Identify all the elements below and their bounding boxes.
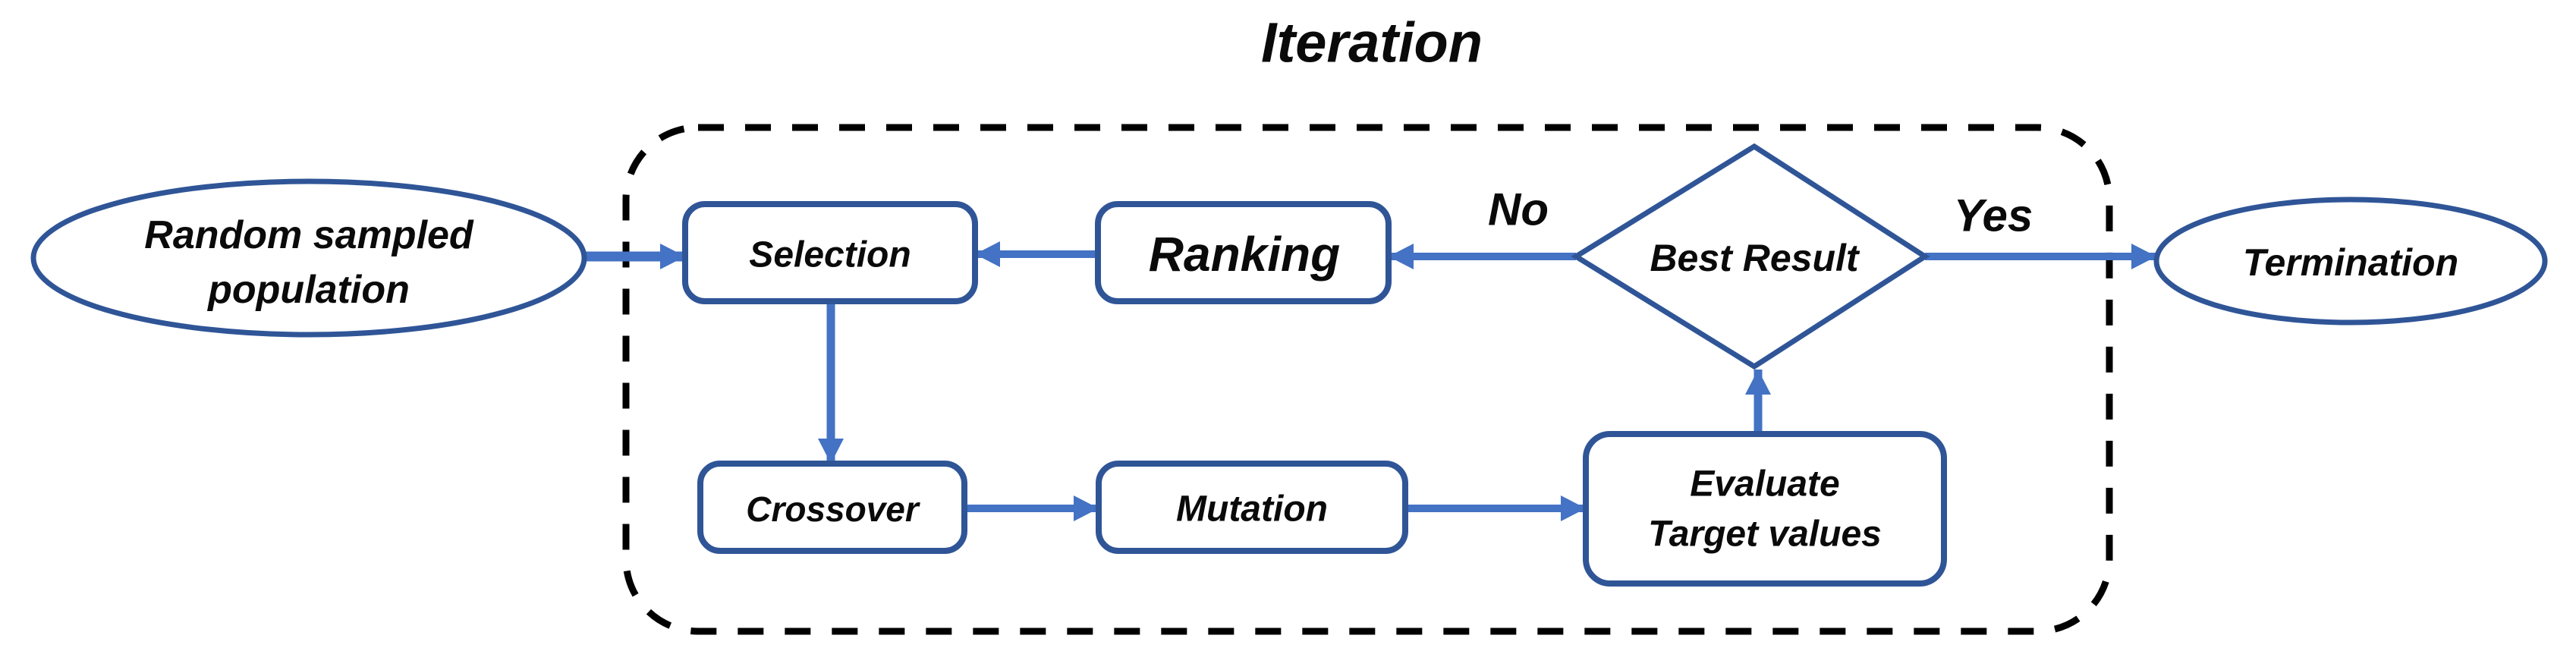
selection-box — [682, 201, 978, 304]
node-selection: Selection — [682, 201, 978, 304]
edge-label-no: No — [1488, 184, 1549, 235]
node-random-population: Random sampled population — [30, 178, 587, 338]
node-crossover: Crossover — [697, 461, 967, 554]
evaluate-label-line1: Evaluate — [1690, 464, 1839, 505]
random-population-ellipse — [30, 178, 587, 338]
random-population-label-line2: population — [206, 268, 410, 312]
node-mutation: Mutation — [1096, 461, 1408, 554]
best-result-label: Best Result — [1650, 237, 1860, 279]
selection-label: Selection — [749, 235, 911, 275]
mutation-label: Mutation — [1176, 489, 1328, 530]
best-result-diamond — [1571, 143, 1930, 370]
mutation-box — [1096, 461, 1408, 554]
evaluate-label-line2: Target values — [1648, 514, 1882, 555]
node-ranking: Ranking — [1095, 201, 1392, 304]
ranking-box — [1095, 201, 1392, 304]
edge-label-yes: Yes — [1954, 190, 2033, 241]
random-population-label-line1: Random sampled — [144, 213, 474, 257]
crossover-box — [697, 461, 967, 554]
crossover-label: Crossover — [746, 489, 920, 529]
evaluate-box — [1583, 431, 1947, 587]
termination-ellipse — [2153, 197, 2548, 326]
termination-label: Termination — [2243, 241, 2458, 284]
node-best-result: Best Result — [1571, 143, 1930, 370]
node-termination: Termination — [2153, 197, 2548, 326]
node-evaluate: Evaluate Target values — [1583, 431, 1947, 587]
iteration-boundary — [622, 124, 2113, 635]
ranking-label: Ranking — [1149, 227, 1340, 282]
diagram-title: Iteration — [1261, 11, 1483, 74]
